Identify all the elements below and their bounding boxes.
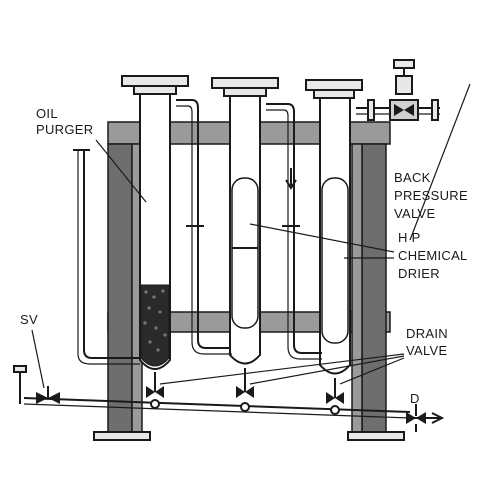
leader-drain-1 xyxy=(159,353,405,385)
right-foot xyxy=(347,431,405,441)
drain-header-pipe-inner xyxy=(23,403,411,419)
bpv-flange-left xyxy=(367,99,375,121)
safety-valve xyxy=(36,386,60,404)
drier1-flange-neck xyxy=(223,87,267,97)
leader-oil-purger xyxy=(95,139,147,203)
bpv-bowtie xyxy=(394,104,414,116)
inlet-pipe xyxy=(83,150,140,359)
right-leg xyxy=(361,143,387,435)
label-back-pressure-3: VALVE xyxy=(394,206,436,221)
drain-valve-3 xyxy=(326,392,344,415)
label-hp-2: CHEMICAL xyxy=(398,248,468,263)
pipe-purger-to-drier1 xyxy=(176,99,230,349)
leader-sv xyxy=(31,329,45,389)
drier1-top-flange xyxy=(211,77,279,89)
left-foot xyxy=(93,431,151,441)
label-hp-3: DRIER xyxy=(398,266,440,281)
leader-drain-3 xyxy=(339,357,405,385)
label-oil-purger-2: PURGER xyxy=(36,122,93,137)
dv1-body xyxy=(146,386,164,398)
drier1-cartridge xyxy=(231,177,259,329)
label-drain-1: DRAIN xyxy=(406,326,448,341)
dv3-handwheel xyxy=(330,405,340,415)
drain-header-pipe xyxy=(23,397,411,413)
packing-texture xyxy=(143,289,167,352)
drier2-cartridge xyxy=(321,177,349,344)
d-valve xyxy=(406,404,426,432)
left-leg xyxy=(107,143,133,435)
dv2-handwheel xyxy=(240,402,250,412)
leader-back-pressure xyxy=(409,83,471,241)
oil-purger-packing xyxy=(140,284,170,367)
bpv-bonnet xyxy=(395,75,413,95)
dv2-body xyxy=(236,386,254,398)
back-pressure-valve xyxy=(367,59,439,121)
leader-lines xyxy=(31,83,471,389)
sv-cap xyxy=(13,365,27,373)
drier2-flange-neck xyxy=(313,89,355,99)
chemical-drier-1 xyxy=(211,77,279,392)
flow-arrow-icon xyxy=(285,168,297,190)
chemical-drier-2 xyxy=(305,79,363,398)
label-sv: SV xyxy=(20,312,38,327)
drier2-top-flange xyxy=(305,79,363,91)
drain-valve-2 xyxy=(236,386,254,412)
pipe-drier1-to-drier2 xyxy=(266,103,322,354)
leader-hp-drier-1 xyxy=(249,223,395,253)
label-back-pressure-1: BACK xyxy=(394,170,431,185)
inlet-pipe-inner xyxy=(77,150,140,365)
bpv-flange-right xyxy=(431,99,439,121)
drain-line xyxy=(13,365,445,432)
drain-valve-1 xyxy=(146,386,164,409)
dv3-body xyxy=(326,392,344,404)
label-d: D xyxy=(410,391,420,406)
label-oil-purger-1: OIL xyxy=(36,106,58,121)
bpv-handle xyxy=(393,59,415,69)
label-drain-2: VALVE xyxy=(406,343,448,358)
labels: OIL PURGER BACK PRESSURE VALVE H P CHEMI… xyxy=(20,106,468,406)
leader-drain-2 xyxy=(249,355,405,385)
oil-purger-vessel xyxy=(121,75,189,392)
d-valve-body xyxy=(406,412,426,424)
right-leg-inner xyxy=(351,143,363,435)
dv1-handwheel xyxy=(150,399,160,409)
label-hp-1: H P xyxy=(398,230,421,245)
oil-purger-flange-neck xyxy=(133,85,177,95)
oil-purger-top-flange xyxy=(121,75,189,87)
label-back-pressure-2: PRESSURE xyxy=(394,188,468,203)
